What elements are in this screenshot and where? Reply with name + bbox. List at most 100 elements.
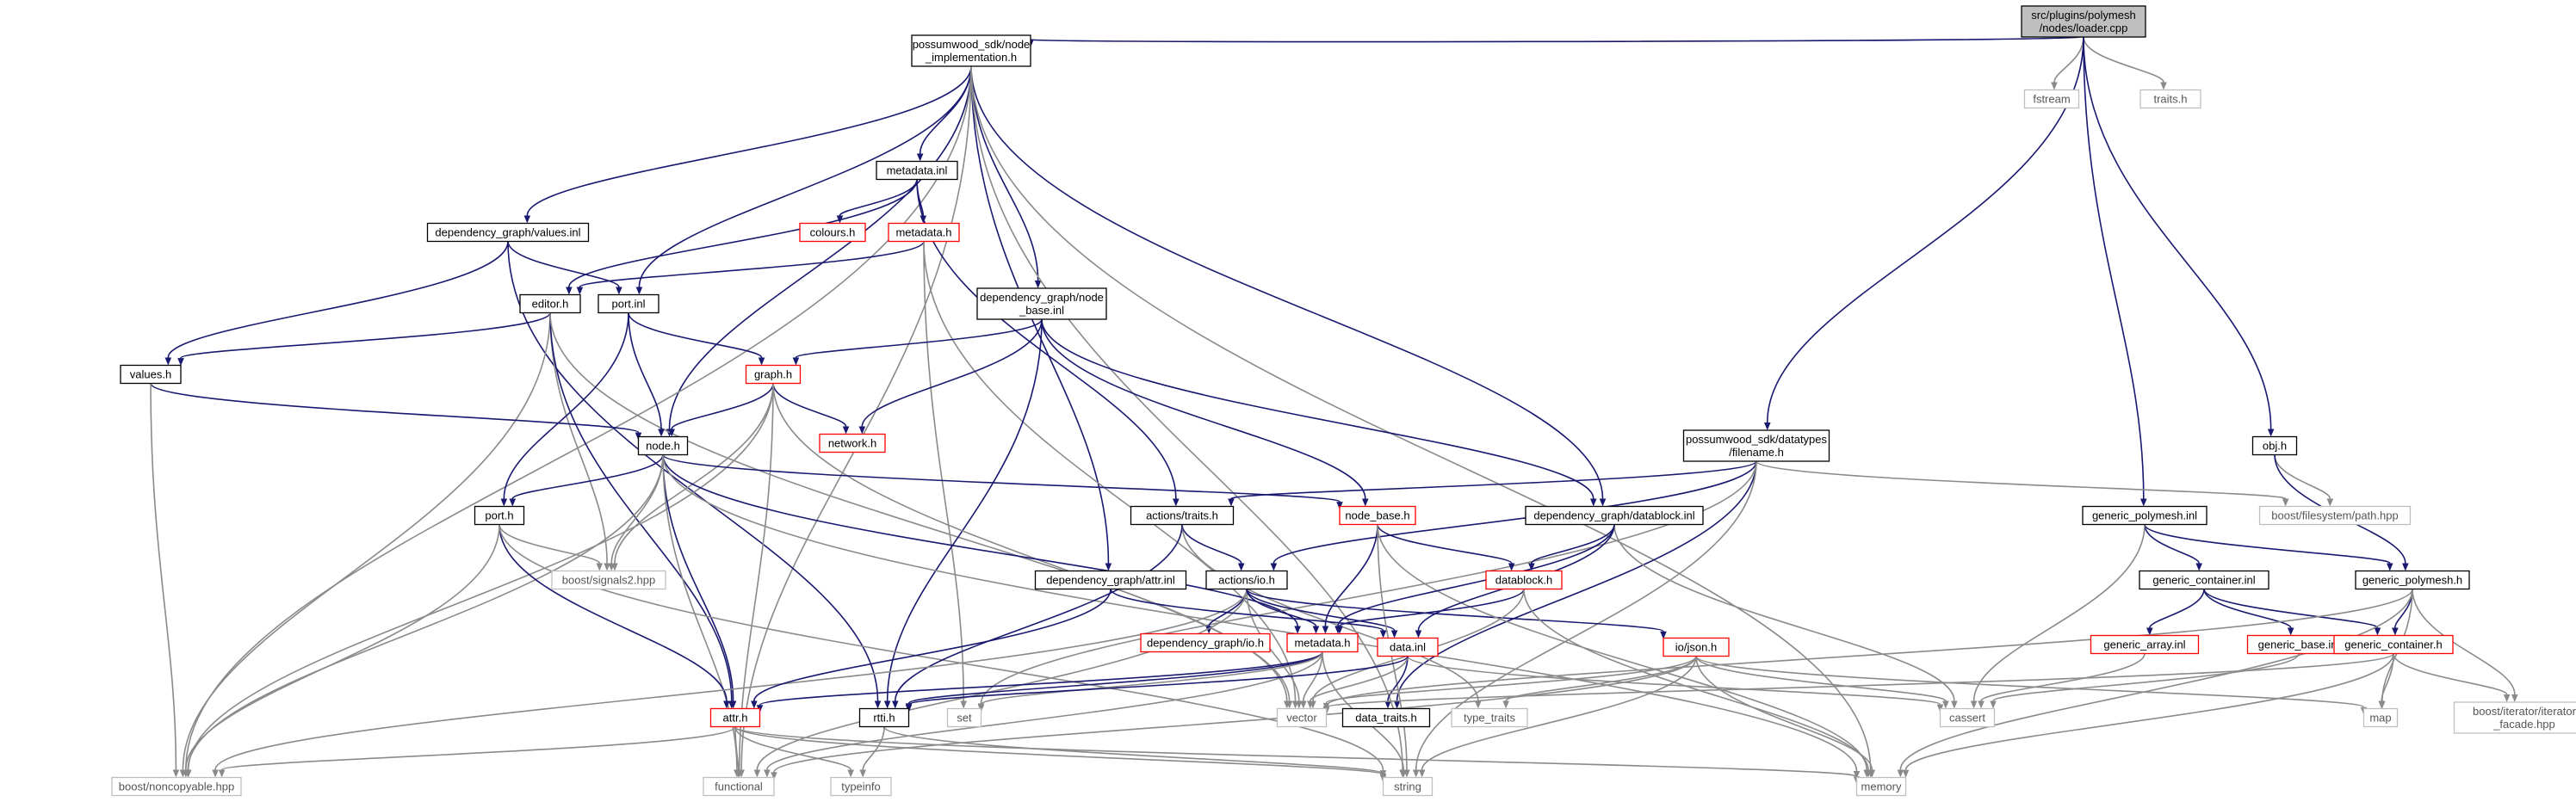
edge-gp-h-to-memory [1899,589,2413,770]
graph-node-data-traits[interactable]: data_traits.h [1341,707,1431,728]
node-label: typeinfo [841,780,881,793]
edge-metadata-h1-to-set [923,241,964,701]
edge-arrowhead [1970,700,1978,709]
node-label: map [2369,712,2391,725]
edge-metadata-h2-to-vector [1303,651,1323,701]
edge-gp-h-to-vector [1325,589,2413,707]
graph-node-network-h[interactable]: network.h [819,433,886,453]
edge-filename-h-to-fs-path [1756,460,2287,500]
graph-node-datablock-h[interactable]: datablock.h [1485,570,1563,590]
graph-node-loader[interactable]: src/plugins/polymesh/nodes/loader.cpp [2021,5,2146,38]
edge-arrowhead [164,357,172,366]
graph-node-gbase-inl[interactable]: generic_base.inl [2246,634,2351,655]
edge-editor-h-to-attr-h [549,312,733,701]
edge-arrowhead [1322,626,1329,634]
edge-gbase-inl-to-cassert [1992,653,2300,702]
node-box [2090,634,2200,655]
graph-node-gp-inl[interactable]: generic_polymesh.inl [2082,505,2208,526]
node-label: node_base.h [1345,509,1409,522]
graph-node-string: string [1382,776,1434,797]
node-box [876,160,958,181]
graph-node-colours-h[interactable]: colours.h [799,222,866,243]
edge-arrowhead [1384,700,1391,709]
edge-arrowhead [2374,627,2381,636]
edge-arrowhead [1285,700,1293,709]
node-label: graph.h [754,368,792,381]
node-label: port.h [485,509,513,522]
edge-actions-io-to-metadata-h2 [1246,589,1317,626]
graph-node-port-h[interactable]: port.h [474,505,525,526]
edge-node-impl-to-node-h [668,65,972,429]
node-label: metadata.inl [887,164,948,177]
graph-node-node-h[interactable]: node.h [637,435,689,456]
edge-arrowhead [1599,498,1607,507]
node-box [2023,89,2080,109]
node-label: port.inl [611,298,645,311]
graph-node-actions-io[interactable]: actions/io.h [1205,570,1288,590]
graph-node-metadata-h1[interactable]: metadata.h [888,222,960,243]
node-label: _implementation.h [925,51,1017,64]
graph-node-graph-h[interactable]: graph.h [745,364,802,385]
node-label: dependency_graph/node [980,291,1104,304]
node-label: dependency_graph/datablock.inl [1533,509,1694,522]
graph-node-typeinfo: typeinfo [830,776,892,797]
graph-node-gc-inl[interactable]: generic_container.inl [2139,570,2269,590]
edge-arrowhead [2326,498,2334,507]
edge-arrowhead [2287,627,2294,636]
graph-node-rtti-h[interactable]: rtti.h [858,707,910,728]
edge-rtti-h-to-string [883,725,1384,774]
node-label: /filename.h [1729,446,1784,459]
graph-node-obj-h[interactable]: obj.h [2251,435,2298,456]
node-label: actions/io.h [1218,574,1275,587]
edge-values-h-to-noncopyable [150,383,177,770]
edge-arrowhead [1307,700,1314,709]
edge-arrowhead [2402,563,2409,571]
graph-node-fs-path: boost/filesystem/path.hpp [2258,505,2412,526]
graph-node-filename-h[interactable]: possumwood_sdk/datatypes/filename.h [1682,429,1830,462]
edge-actions-io-to-noncopyable [214,589,1248,770]
graph-node-datablock-inl[interactable]: dependency_graph/datablock.inl [1525,505,1704,526]
edge-arrowhead [2139,498,2147,507]
graph-node-gp-h[interactable]: generic_polymesh.h [2355,570,2470,590]
graph-node-gcont-h[interactable]: generic_container.h [2333,634,2454,655]
edge-json-h-to-functional [773,656,1697,773]
graph-node-node-impl[interactable]: possumwood_sdk/node_implementation.h [911,34,1031,67]
edge-json-h-to-map [1695,655,2365,708]
edge-arrowhead [509,498,517,507]
graph-node-dg-io[interactable]: dependency_graph/io.h [1140,632,1271,653]
edge-arrowhead [758,357,765,366]
node-box [976,287,1107,320]
edge-arrowhead [1418,769,1426,778]
node-box [2021,5,2146,38]
node-label: functional [715,780,763,793]
node-label: vector [1286,712,1317,725]
edge-node-impl-to-datablock-inl [970,65,1604,499]
graph-node-data-inl[interactable]: data.inl [1377,637,1439,657]
graph-node-metadata-h2[interactable]: metadata.h [1286,632,1359,653]
graph-node-actions-traits[interactable]: actions/traits.h [1130,505,1235,526]
graph-node-port-inl[interactable]: port.inl [598,293,659,314]
edge-gp-inl-to-gc-inl [2144,524,2200,564]
graph-node-metadata-inl[interactable]: metadata.inl [876,160,958,181]
edge-datablock-inl-to-metadata-h2 [1337,524,1615,626]
node-label: io/json.h [1675,641,1717,654]
edge-graph-h-to-noncopyable [187,383,774,770]
graph-node-attr-h[interactable]: attr.h [709,707,761,728]
graph-node-values-h[interactable]: values.h [120,364,182,385]
edge-attr-h-to-memory [734,725,1858,777]
graph-node-json-h[interactable]: io/json.h [1663,637,1730,657]
graph-node-attr-inl[interactable]: dependency_graph/attr.inl [1034,570,1187,590]
graph-node-node-base-h[interactable]: node_base.h [1339,505,1416,526]
edge-node-impl-to-attr-inl [970,65,1110,564]
edge-actions-traits-to-actions-io [1181,524,1242,564]
edge-arrowhead [172,769,180,778]
edge-arrowhead [604,563,610,571]
node-box [2139,89,2201,109]
graph-node-node-base-inl[interactable]: dependency_graph/node_base.inl [976,287,1107,320]
graph-node-values-inl[interactable]: dependency_graph/values.inl [426,222,590,243]
edge-datablock-inl-to-cassert [1613,524,1955,701]
node-label: generic_polymesh.h [2362,574,2462,587]
graph-node-garray-inl[interactable]: generic_array.inl [2090,634,2200,655]
edge-arrowhead [734,769,742,778]
graph-node-editor-h[interactable]: editor.h [519,293,581,314]
